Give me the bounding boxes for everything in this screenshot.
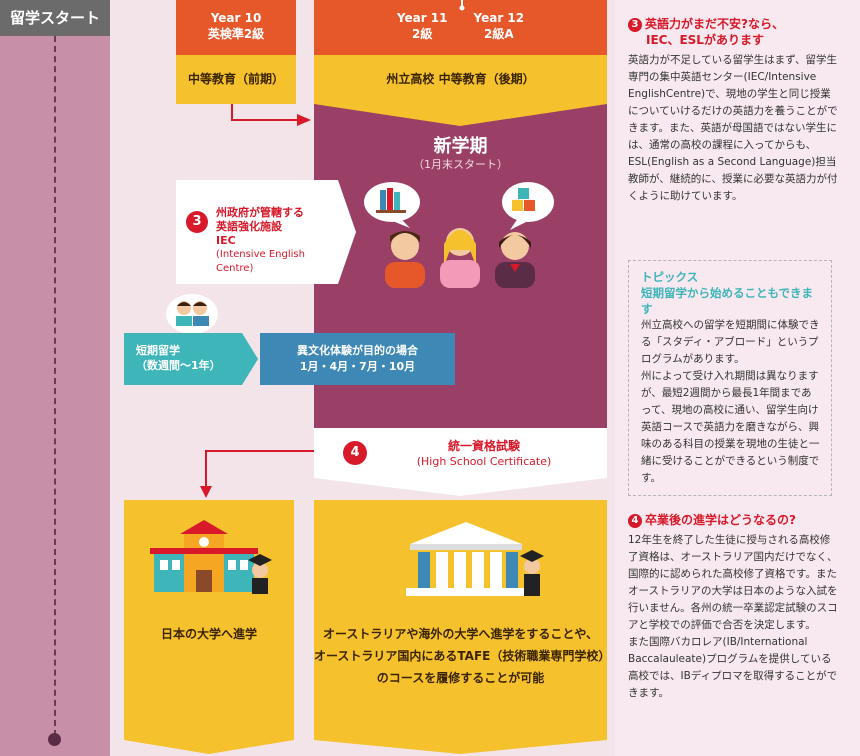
iec-number-badge: 3 [186,211,208,233]
new-term-title: 新学期 [433,136,488,157]
faq-english-support-head1: 英語力がまだ不安?なら、 [645,17,784,31]
new-term-notch [314,104,607,126]
iec-line1: 州政府が管轄する [216,206,304,219]
school-building-icon [150,520,272,594]
culture-line2: 1月・4月・7月・10月 [299,360,416,373]
arrow-year10-right-line [231,119,299,121]
destination-australia-line2: オーストラリア国内にあるTAFE（技術職業専門学校） [314,649,611,663]
student-boy-icon [385,231,425,288]
upper-secondary-label: 州立高校 中等教育（後期） [314,55,607,104]
short-study-arrow [242,333,258,385]
short-study-box: 短期留学 （数週間〜1年） [124,333,242,385]
year10-label: 中等教育（前期） [176,55,296,104]
faq-english-support-head2: IEC、ESLがあります [646,33,764,47]
faq-number-badge: 3 [628,18,642,32]
arrow-down-icon [200,486,212,498]
exam-number-badge: 4 [343,441,367,465]
stage-year11-12-header: Year 11 2級 Year 12 2級A [314,0,607,55]
destination-japan-text: 日本の大学へ進学 [160,627,257,641]
year12-note: 2級A [483,27,514,41]
faq-number-badge: 4 [628,514,642,528]
topics-head2: 短期留学から始めることもできます [641,286,814,316]
exam-title: 統一資格試験 [447,439,520,453]
reading-students-icon [166,294,218,334]
destination-australia-tip [314,740,607,754]
destination-australia-box: オーストラリアや海外の大学へ進学をすることや、 オーストラリア国内にあるTAFE… [314,500,611,740]
destination-japan-tip [124,740,294,754]
short-study-line2: （数週間〜1年） [136,359,221,372]
year11-note: 2級 [412,27,433,41]
topics-body2: 州によって受け入れ期間は異なりますが、最短2週間から最長1年間まであって、現地の… [641,370,820,484]
culture-experience-box: 異文化体験が目的の場合 1月・4月・7月・10月 [260,333,455,385]
arrow-exam-down-line [205,450,207,488]
destination-australia-line1: オーストラリアや海外の大学へ進学をすることや、 [322,627,599,641]
topics-box: トピックス 短期留学から始めることもできます 州立高校への留学を短期間に体験でき… [628,260,832,496]
topics-head1: トピックス [641,270,699,284]
faq-after-graduation-body1: 12年生を終了した生徒に授与される高校修了資格は、オーストラリア国内だけでなく、… [628,534,838,631]
sidebar-title: 留学スタート [0,0,110,36]
timeline-end-dot [48,733,61,746]
arrow-right-icon [297,114,311,126]
iec-full-name: (Intensive English Centre) [216,249,305,274]
faq-after-graduation-head: 卒業後の進学はどうなるの? [645,513,796,527]
stage-year11-12: Year 11 2級 Year 12 2級A 州立高校 中等教育（後期） [314,0,607,104]
year11-title: Year 11 [396,11,448,25]
new-term-subtitle: （1月末スタート） [413,158,508,171]
timeline-dashed-line [54,36,56,736]
student-girl2-icon [495,232,535,288]
year11-col: Year 11 2級 [397,10,448,55]
topics-body1: 州立高校への留学を短期間に体験できる「スタディ・アブロード」というプログラムがあ… [641,319,820,365]
university-building-icon [406,522,544,596]
iec-line2: 英語強化施設 [216,220,282,233]
iec-callout: 州政府が管轄する 英語強化施設 IEC (Intensive English C… [176,180,338,284]
arrow-exam-left-line [205,450,314,452]
destination-japan-box: 日本の大学へ進学 [124,500,294,740]
pointer-down-icon [459,0,465,11]
stage-year10-header: Year 10 英検準2級 [176,0,296,55]
destination-australia-line3: のコースを履修することが可能 [376,671,545,685]
year12-title: Year 12 [473,11,525,25]
year12-col: Year 12 2級A [474,10,525,55]
stage-year10: Year 10 英検準2級 中等教育（前期） [176,0,296,104]
short-study-line1: 短期留学 [136,344,180,357]
iec-name: IEC [216,234,236,247]
arrow-year10-down-line [231,104,233,121]
abc-blocks-icon [512,188,535,211]
faq-english-support-body: 英語力が不足している留学生はまず、留学生専門の集中英語センター(IEC/Inte… [628,54,838,202]
exam-subtitle: (High School Certificate) [416,455,552,468]
students-illustration [364,182,554,288]
iec-callout-arrow [338,180,356,284]
culture-line1: 異文化体験が目的の場合 [297,344,418,357]
exam-band-tip [314,478,607,496]
books-icon [376,188,406,213]
student-girl-icon [440,228,480,288]
year10-title: Year 10 [210,11,262,25]
year10-note: 英検準2級 [207,27,265,41]
faq-after-graduation-body2: また国際バカロレア(IB/International Baccalauleate… [628,636,838,699]
